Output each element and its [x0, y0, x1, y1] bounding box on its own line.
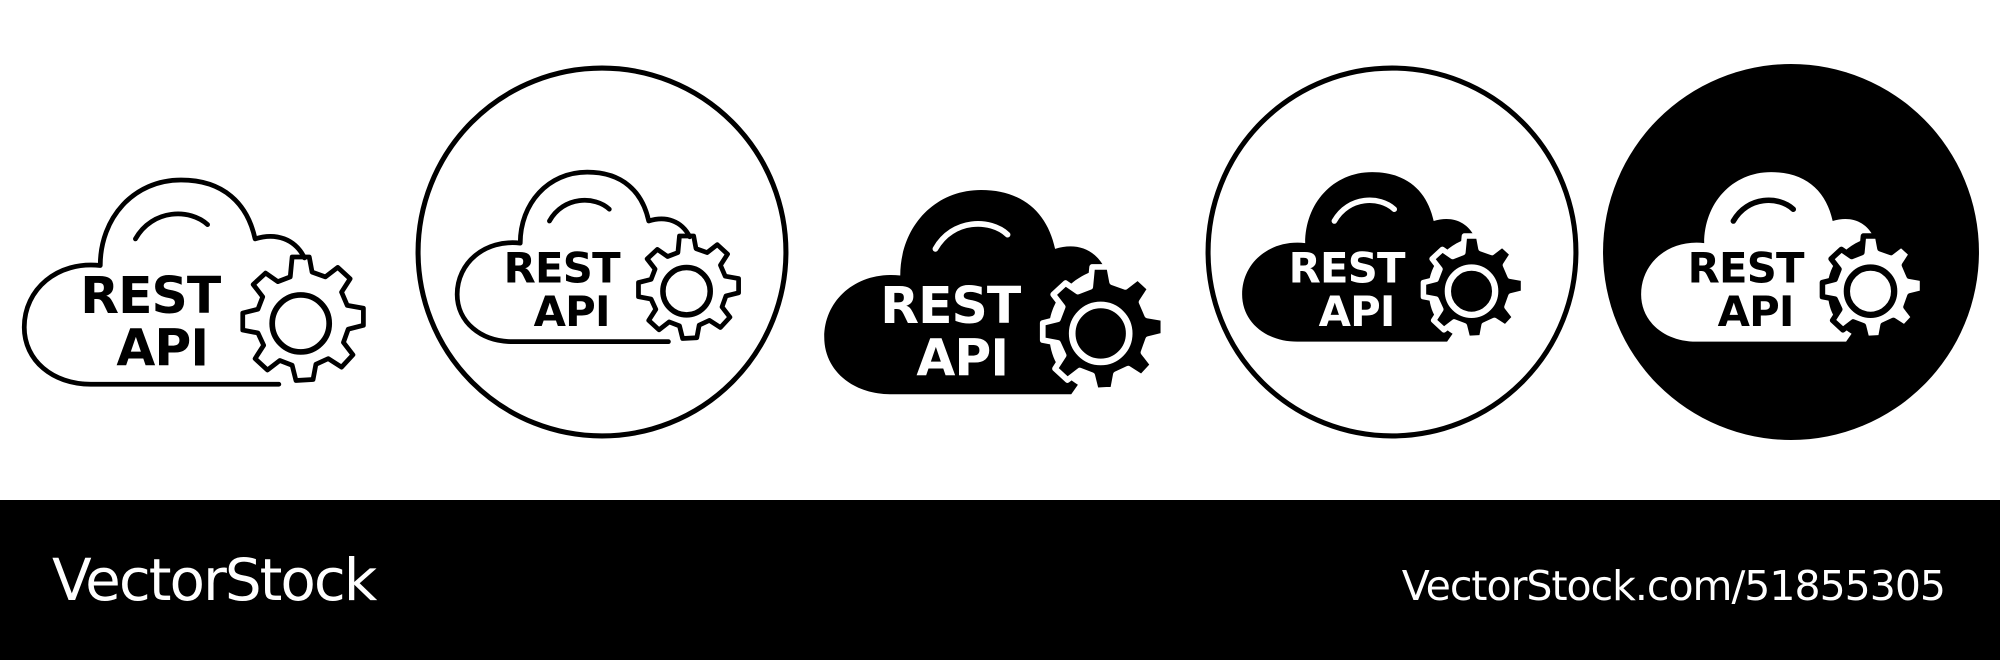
- inverted-disc-cloud-icon: REST API: [1603, 64, 1979, 440]
- solid-cloud-icon: REST API: [824, 190, 1167, 395]
- vectorstock-image-url: VectorStock.com/51855305: [1401, 562, 1946, 610]
- outline-cloud-icon: REST API: [21, 177, 366, 387]
- outline-ring-cloud-icon: REST API: [415, 65, 789, 439]
- icon-text-rest: REST: [80, 266, 222, 325]
- rest-api-outline-icon: REST API: [10, 85, 410, 387]
- solid-ring-cloud-icon: REST API: [1205, 65, 1579, 439]
- rest-api-inverted-circle-icon: REST API: [1601, 62, 1979, 440]
- icon-text-api: API: [1718, 287, 1794, 336]
- rest-api-solid-ring-icon: REST API: [1202, 62, 1579, 439]
- icons-panel: REST API REST API: [10, 62, 1979, 440]
- vectorstock-brand-logo: VectorStock: [52, 546, 377, 614]
- rest-api-solid-icon: REST API: [810, 95, 1190, 395]
- watermark-footer-bar: [0, 500, 2000, 660]
- icon-text-api: API: [1319, 287, 1395, 336]
- icon-text-api: API: [116, 318, 208, 377]
- rest-api-outline-circle-icon: REST API: [412, 62, 789, 439]
- icon-text-api: API: [534, 287, 610, 336]
- icon-text-rest: REST: [880, 276, 1022, 335]
- icon-text-rest: REST: [504, 244, 621, 293]
- icon-text-api: API: [916, 328, 1008, 387]
- icon-text-rest: REST: [1688, 244, 1805, 293]
- icon-text-rest: REST: [1289, 244, 1406, 293]
